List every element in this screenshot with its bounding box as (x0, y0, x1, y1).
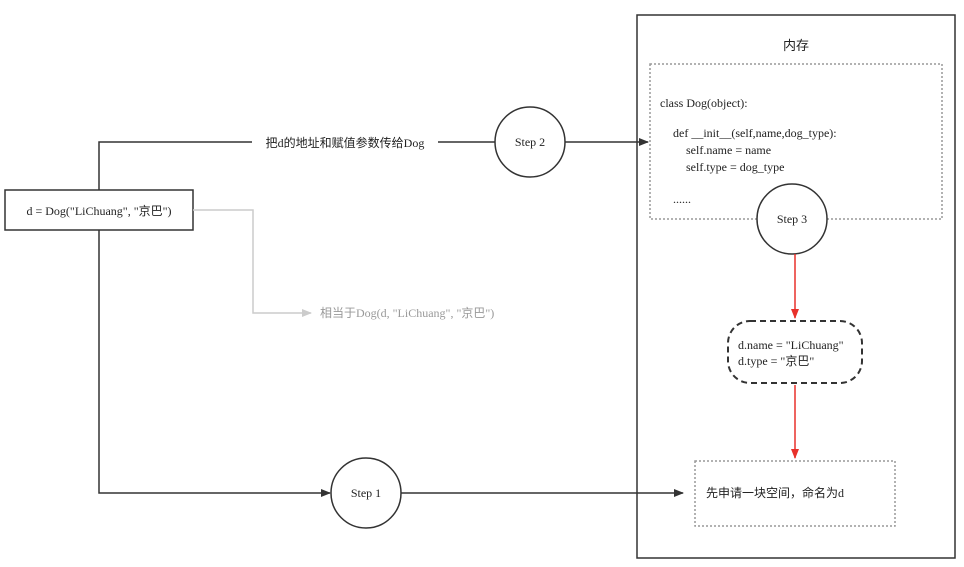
edge-label-step2: 把d的地址和赋值参数传给Dog (266, 135, 425, 150)
step2-label: Step 2 (515, 135, 545, 149)
class-code-line: ...... (673, 192, 691, 206)
edge-label-bg (252, 133, 438, 151)
class-code-line: self.name = name (686, 143, 771, 157)
equivalent-call-text: 相当于Dog(d, "LiChuang", "京巴") (320, 306, 494, 320)
step3-label: Step 3 (777, 212, 807, 226)
step1-label: Step 1 (351, 486, 381, 500)
step2-node (494, 106, 566, 178)
step1-connector-left (98, 230, 331, 497)
step3-node (756, 183, 828, 255)
class-code-line: class Dog(object): (660, 96, 748, 110)
step1-node (330, 457, 402, 529)
source-expression-text: d = Dog("LiChuang", "京巴") (26, 204, 171, 218)
allocation-note: 先申请一块空间，命名为d (706, 485, 844, 500)
class-code-line: def __init__(self,name,dog_type): (673, 126, 837, 140)
assignment-line: d.name = "LiChuang" (738, 338, 844, 352)
equivalent-connector (193, 209, 312, 317)
assignment-line: d.type = "京巴" (738, 354, 814, 368)
memory-title: 内存 (783, 38, 809, 53)
memory-container (636, 14, 956, 559)
class-code-line: self.type = dog_type (686, 160, 784, 174)
assignment-box (727, 320, 863, 384)
allocation-box (694, 460, 896, 527)
